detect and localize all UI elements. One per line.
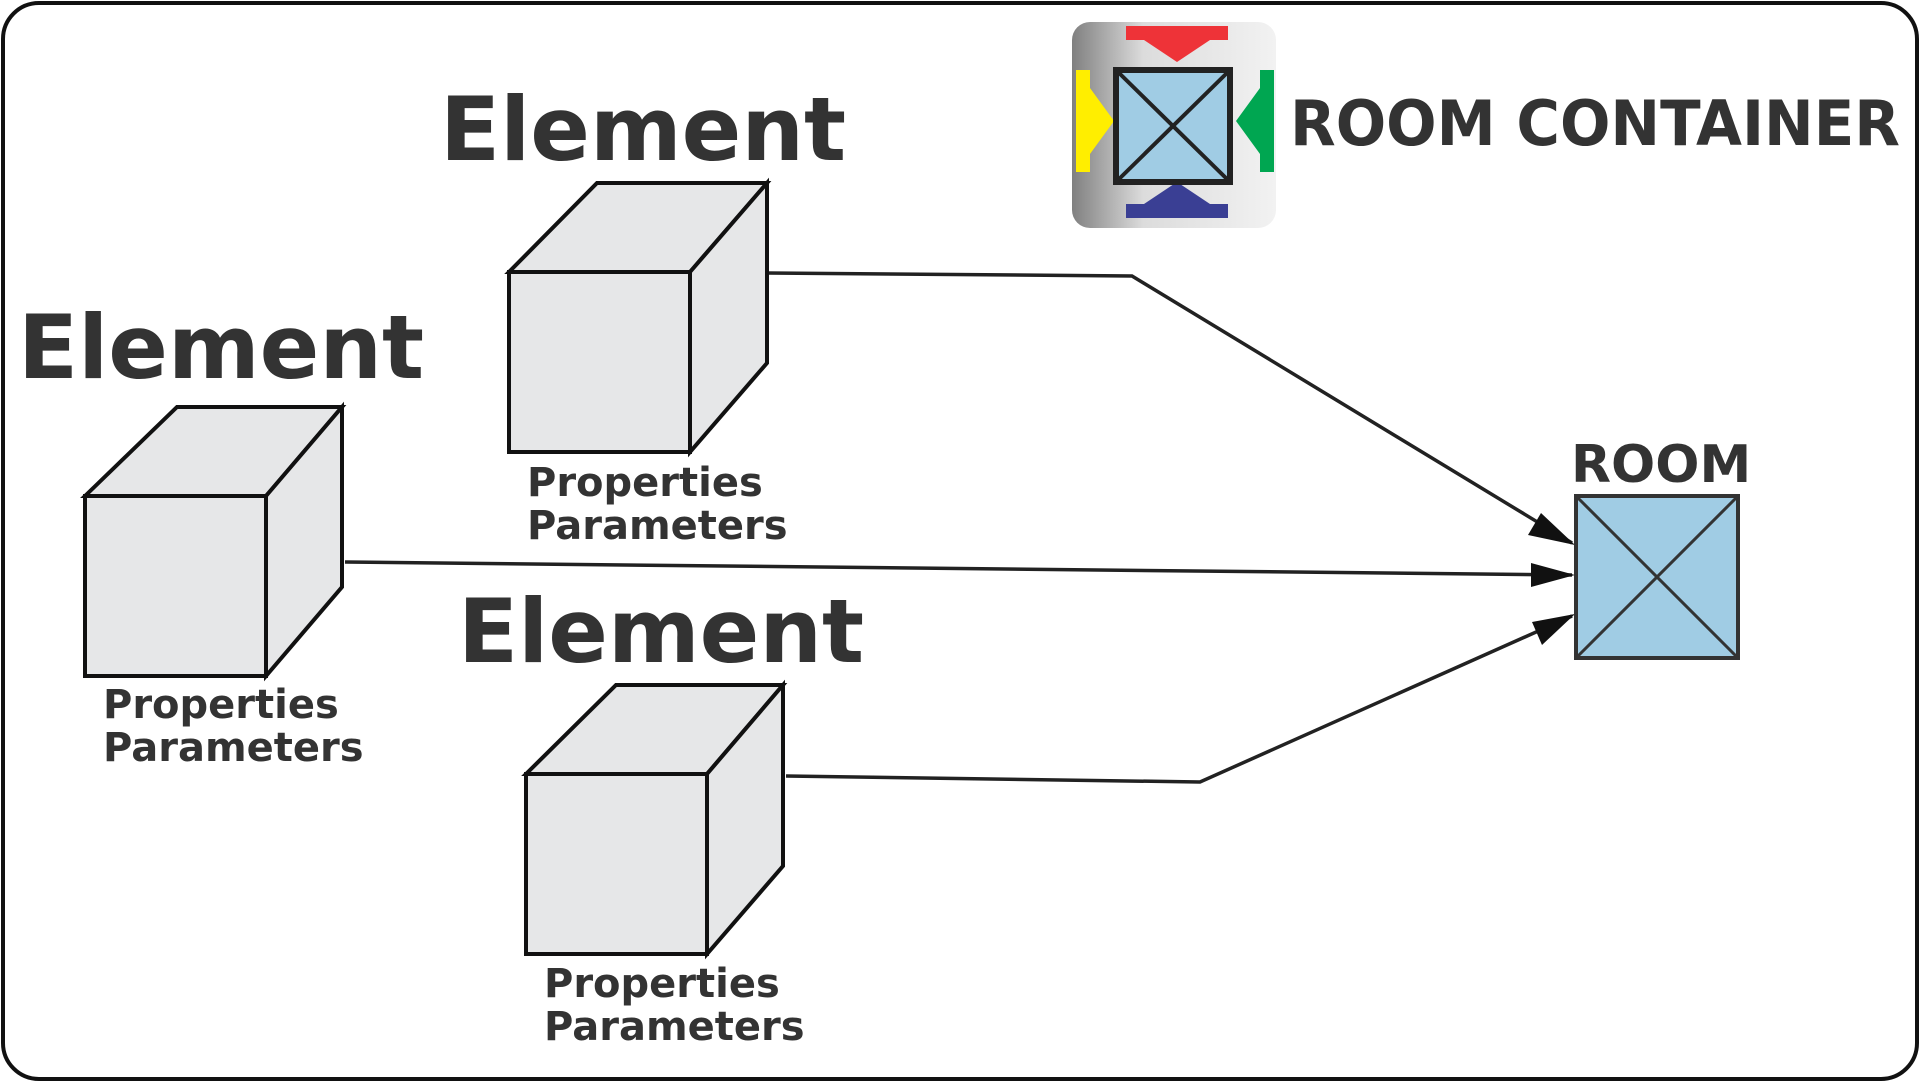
room-container-title: ROOM CONTAINER bbox=[1290, 87, 1900, 160]
element-left: Element Properties Parameters bbox=[18, 296, 424, 771]
connector-top-element bbox=[766, 271, 1573, 545]
arrowhead-middle bbox=[1531, 563, 1575, 587]
green-arrow bbox=[1236, 70, 1274, 172]
room-node: ROOM bbox=[1571, 435, 1751, 660]
yellow-arrow bbox=[1076, 70, 1114, 172]
cube-icon bbox=[521, 679, 788, 960]
room-container-legend: ROOM CONTAINER bbox=[1072, 22, 1900, 228]
red-arrow bbox=[1126, 26, 1228, 62]
connector-left-element bbox=[344, 560, 1573, 577]
blue-arrow bbox=[1126, 182, 1228, 218]
arrowhead-bottom bbox=[1532, 614, 1575, 645]
element-parameters-label: Parameters bbox=[527, 503, 788, 549]
element-bottom: Element Properties Parameters bbox=[458, 580, 864, 1050]
room-container-icon bbox=[1072, 22, 1276, 228]
room-label: ROOM bbox=[1571, 435, 1751, 495]
arrow-heads bbox=[1528, 513, 1575, 645]
element-title: Element bbox=[18, 296, 424, 399]
cube-icon bbox=[80, 401, 347, 682]
room-icon bbox=[1574, 494, 1740, 660]
element-properties-label: Properties bbox=[544, 961, 780, 1007]
element-top: Element Properties Parameters bbox=[440, 78, 846, 549]
cube-icon bbox=[504, 177, 772, 458]
connectors bbox=[344, 271, 1573, 784]
element-title: Element bbox=[440, 78, 846, 181]
element-properties-label: Properties bbox=[527, 460, 763, 506]
connector-bottom-element bbox=[785, 614, 1573, 784]
element-parameters-label: Parameters bbox=[544, 1004, 805, 1050]
element-parameters-label: Parameters bbox=[103, 725, 364, 771]
element-title: Element bbox=[458, 580, 864, 683]
element-properties-label: Properties bbox=[103, 682, 339, 728]
arrowhead-top bbox=[1528, 513, 1575, 545]
